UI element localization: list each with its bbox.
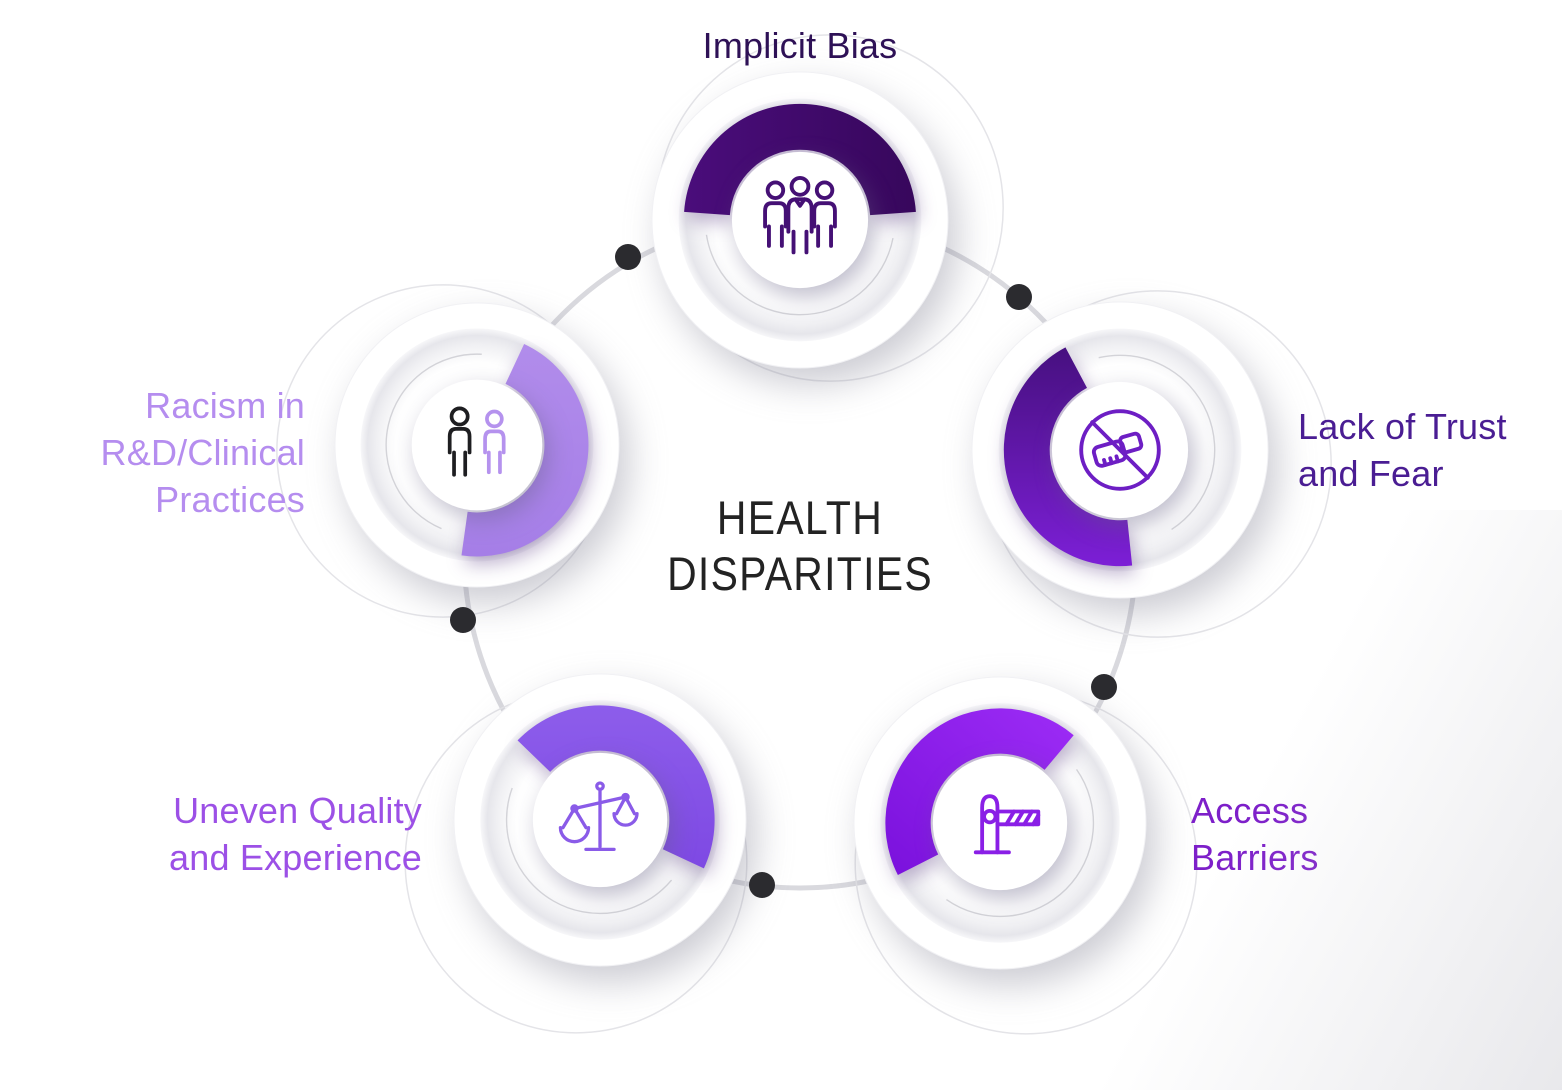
- node-arc-implicit-bias: [684, 103, 916, 216]
- node-label-uneven-quality-and-experience: Uneven Quality and Experience: [169, 790, 422, 878]
- node-access-barriers: [853, 676, 1198, 1035]
- nodes-layer: [276, 34, 1332, 1035]
- center-title-line1: HEALTH: [716, 491, 884, 544]
- node-label-access-barriers: Access Barriers: [1191, 790, 1319, 878]
- node-uneven-quality-and-experience: [404, 673, 748, 1034]
- connector-dot: [1006, 284, 1032, 310]
- connector-dots-layer: [450, 244, 1117, 898]
- node-implicit-bias: [651, 34, 1004, 382]
- decorative-swirl-line: [946, 769, 1095, 918]
- decorative-swirl-line: [505, 787, 673, 915]
- connector-dot: [615, 244, 641, 270]
- center-title: HEALTH DISPARITIES: [626, 490, 974, 602]
- node-arc-uneven-quality-and-experience: [517, 705, 715, 869]
- decorative-swirl-line: [1098, 354, 1216, 531]
- decorative-swirl-line: [705, 234, 894, 316]
- connector-dot: [450, 607, 476, 633]
- node-lack-of-trust-and-fear: [971, 290, 1332, 638]
- connector-dot: [749, 872, 775, 898]
- node-icon-circle: [411, 379, 543, 511]
- decorative-swirl-line: [385, 353, 482, 530]
- node-arc-racism-in-r-d-clinical-practices: [461, 343, 589, 557]
- node-arc-access-barriers: [885, 708, 1074, 876]
- node-label-lack-of-trust-and-fear: Lack of Trust and Fear: [1298, 406, 1507, 494]
- center-title-line2: DISPARITIES: [667, 547, 933, 600]
- connector-dot: [1091, 674, 1117, 700]
- node-racism-in-r-d-clinical-practices: [276, 284, 620, 618]
- node-label-racism-in-rd-clinical-practices: Racism in R&D/Clinical Practices: [100, 385, 305, 520]
- node-label-implicit-bias: Implicit Bias: [702, 25, 898, 66]
- node-arc-lack-of-trust-and-fear: [1003, 347, 1133, 567]
